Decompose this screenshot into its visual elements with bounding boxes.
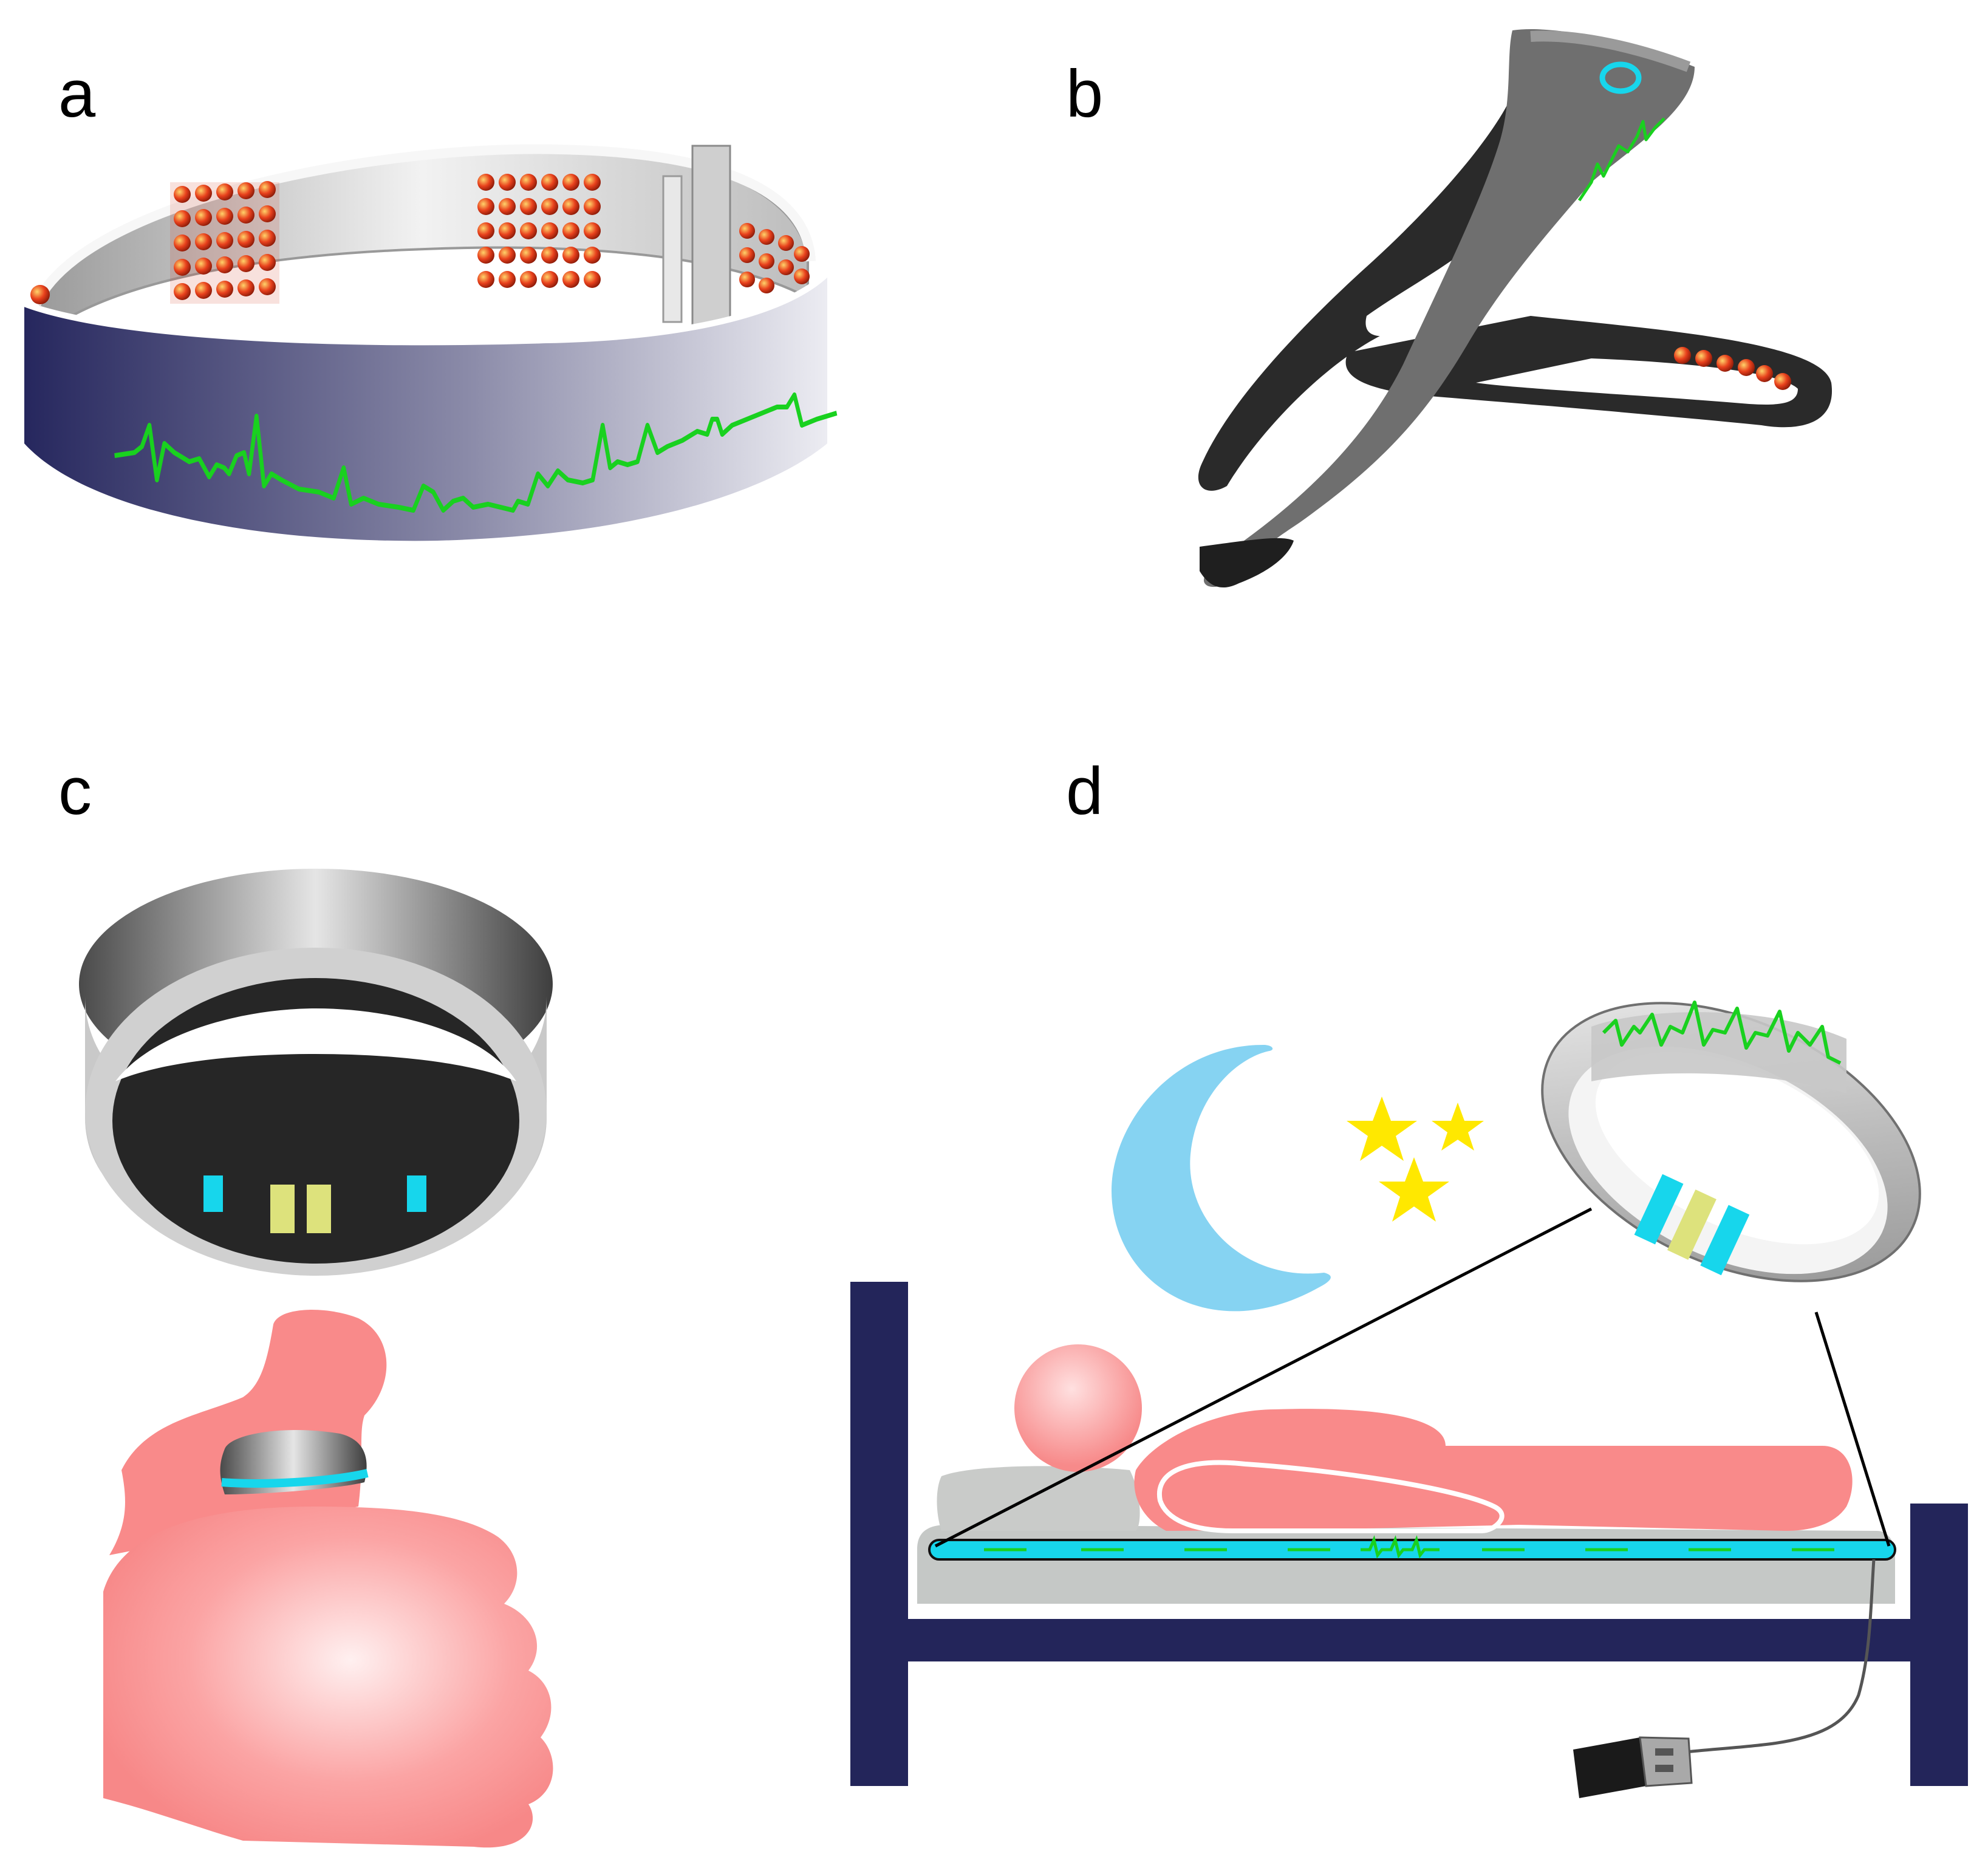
panel-d-bed-sensor — [850, 1001, 1968, 1798]
panel-a-headband — [23, 144, 838, 541]
thumbs-up-hand-icon — [103, 1310, 553, 1848]
usb-plug-icon — [1573, 1736, 1693, 1798]
optical-sensor-icon — [1634, 1174, 1684, 1245]
electrode-array-icon — [739, 223, 810, 293]
magnified-ring — [1541, 1001, 1921, 1282]
star-icon — [1379, 1157, 1449, 1222]
panel-label-a: a — [58, 56, 96, 131]
ecg-waveform-icon — [1602, 1001, 1842, 1065]
electrode-array-icon — [1674, 347, 1791, 390]
star-icon — [1347, 1097, 1417, 1161]
electrode-array-icon — [170, 181, 279, 304]
panel-label-b: b — [1066, 56, 1104, 131]
electrode-array-icon — [477, 174, 601, 288]
moon-icon — [1112, 1045, 1331, 1312]
panel-label-d: d — [1066, 754, 1104, 829]
panel-c-smart-ring — [79, 869, 553, 1848]
optical-sensor-icon — [1599, 61, 1642, 94]
ecg-waveform-icon — [114, 392, 838, 513]
ring-chip-icon — [307, 1185, 331, 1233]
panel-label-c: c — [58, 754, 92, 829]
star-icon — [1432, 1103, 1484, 1151]
ecg-waveform-icon — [1577, 117, 1665, 202]
optical-sensor-icon — [203, 1175, 223, 1212]
ecg-waveform-icon — [984, 1535, 1834, 1559]
ring-chip-icon — [270, 1185, 295, 1233]
optical-sensor-icon — [407, 1175, 426, 1212]
panel-b-headset — [1198, 29, 1833, 588]
optical-sensor-icon — [1700, 1205, 1750, 1276]
ring-chip-icon — [1667, 1189, 1716, 1260]
